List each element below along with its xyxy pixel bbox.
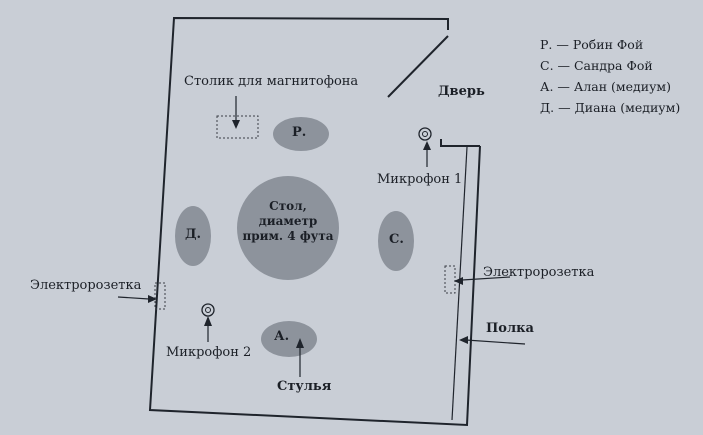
socket-left-arrow-line xyxy=(117,296,150,300)
door-jamb xyxy=(440,139,480,147)
legend-item-s: С. — Сандра Фой xyxy=(540,58,653,73)
seat-s xyxy=(378,211,414,271)
socket-right-arrowhead xyxy=(454,277,463,285)
recorder-table-label: Столик для магнитофона xyxy=(184,74,359,89)
legend-item-d: Д. — Диана (медиум) xyxy=(540,100,681,115)
table-label-line-3: прим. 4 фута xyxy=(242,229,334,243)
seat-r xyxy=(273,117,329,151)
legend: Р. — Робин Фой С. — Сандра Фой А. — Алан… xyxy=(540,34,680,118)
mic2-label: Микрофон 2 xyxy=(166,345,252,360)
seat-s-label: С. xyxy=(389,232,404,247)
room-wall xyxy=(148,16,481,427)
socket-left-arrowhead xyxy=(148,295,157,303)
door-label: Дверь xyxy=(438,84,485,99)
seat-d-label: Д. xyxy=(185,227,202,242)
seat-r-label: Р. xyxy=(292,125,307,140)
mic2-arrowhead xyxy=(204,316,212,326)
microphone-1-icon xyxy=(418,127,432,141)
recorder-arrowhead xyxy=(232,120,240,129)
shelf-line xyxy=(451,146,468,421)
legend-item-a: А. — Алан (медиум) xyxy=(540,79,672,94)
recorder-table xyxy=(216,115,259,139)
mic1-label: Микрофон 1 xyxy=(377,172,463,187)
socket-right xyxy=(444,265,456,294)
socket-right-arrow-line xyxy=(461,276,511,281)
door-leaf xyxy=(387,35,449,98)
microphone-2-icon xyxy=(201,303,215,317)
socket-right-label: Электророзетка xyxy=(483,265,595,280)
socket-left xyxy=(154,282,166,310)
shelf-arrowhead xyxy=(459,336,468,344)
table-label-line-1: Стол, xyxy=(269,199,307,213)
seat-d xyxy=(175,206,211,266)
socket-left-label: Электророзетка xyxy=(30,278,142,293)
shelf-arrow-line xyxy=(465,339,526,345)
table-label-line-2: диаметр xyxy=(258,214,318,228)
shelf-label: Полка xyxy=(486,321,534,336)
table-label: Стол, диаметр прим. 4 фута xyxy=(238,199,338,244)
legend-item-r: Р. — Робин Фой xyxy=(540,37,644,52)
mic1-arrowhead xyxy=(423,141,431,150)
chairs-label: Стулья xyxy=(277,379,332,394)
chairs-arrowhead xyxy=(296,338,304,348)
central-table xyxy=(237,176,339,280)
seat-a-label: А. xyxy=(274,329,290,344)
